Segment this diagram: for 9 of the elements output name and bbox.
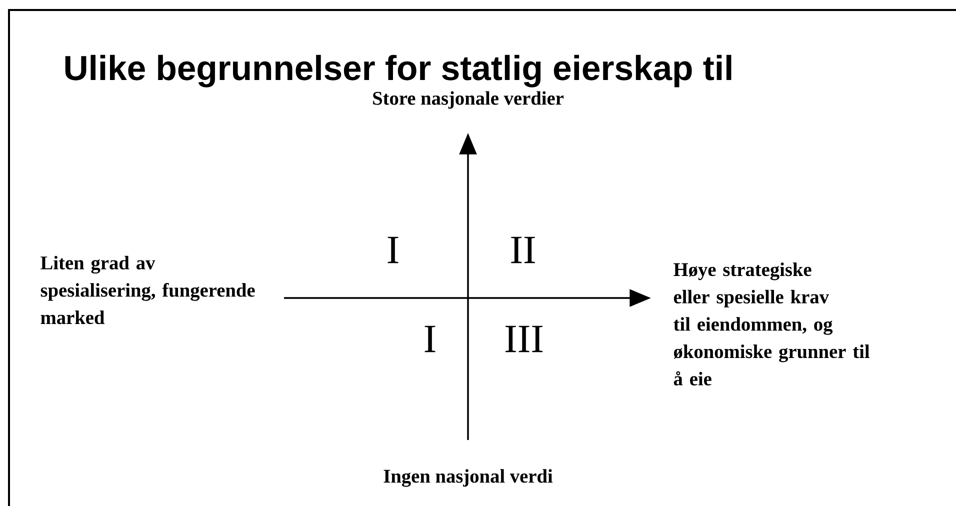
title: Ulike begrunnelser for statlig eierskap til: [65, 54, 732, 88]
quadrant-numeral: I: [388, 236, 398, 264]
axis-label: Ingen nasjonal verdi: [384, 469, 553, 487]
quadrant-numeral: II: [511, 236, 535, 264]
axis-label: Liten grad av spesialisering, fungerende marked: [40, 256, 255, 324]
quadrant-numeral: I: [424, 326, 436, 352]
axis-label: Store nasjonale verdier: [373, 91, 564, 109]
axis-label: Høye strategiske eller spesielle krav til eiendommen, og økonomiske grunner til å eie: [674, 262, 870, 386]
quadrant-numeral: III: [505, 326, 543, 352]
